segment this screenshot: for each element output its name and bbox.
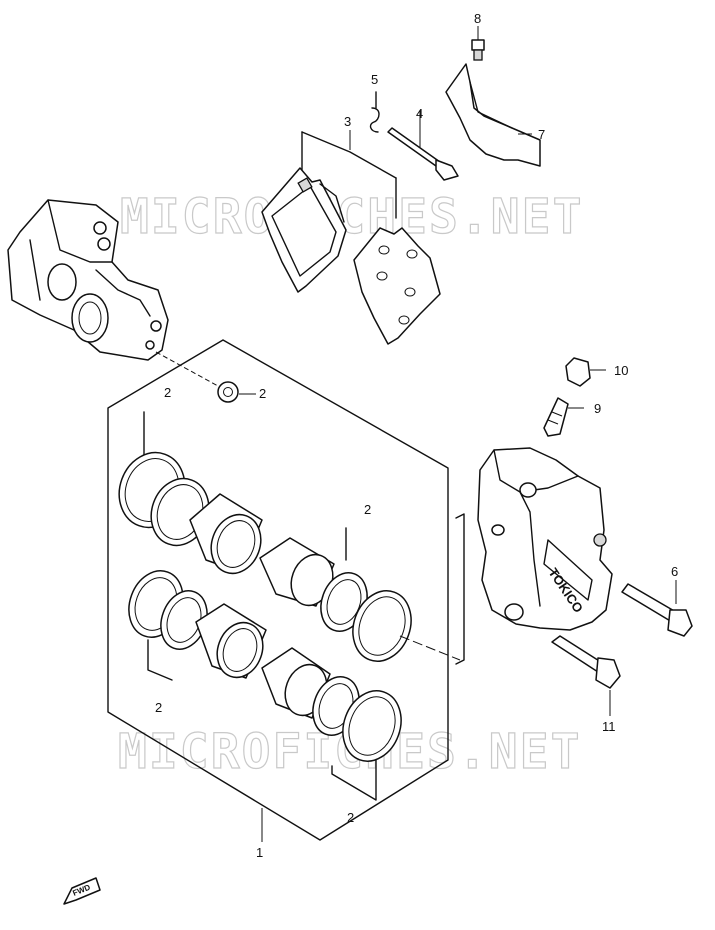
callout-2-washer: 2: [259, 386, 266, 401]
bleeder-valve: [543, 397, 584, 437]
pad-spring: [445, 63, 541, 167]
seal-kit-boundary: [107, 339, 449, 841]
bleeder-cap: [565, 357, 606, 387]
callout-2-upper-left: 2: [164, 385, 171, 400]
callout-1: 1: [256, 845, 263, 860]
mounting-bolt: [551, 635, 621, 716]
callout-3: 3: [344, 114, 351, 129]
pin-clip: [369, 91, 380, 133]
callout-2-upper-right: 2: [364, 502, 371, 517]
callout-2-lower-left: 2: [155, 700, 162, 715]
caliper-bracket: [7, 199, 169, 361]
callout-2-lower-right: 2: [347, 810, 354, 825]
washer-small: [155, 351, 256, 403]
pistons-seals: [118, 411, 461, 842]
pad-set-bracket: [301, 130, 397, 219]
callout-4: 4: [416, 106, 423, 121]
spring-screw: [471, 26, 485, 61]
callout-9: 9: [594, 401, 601, 416]
callout-8: 8: [474, 11, 481, 26]
callout-10: 10: [614, 363, 628, 378]
pad-pin: [387, 110, 459, 181]
brake-pad-rear: [353, 227, 441, 345]
caliper-body: TOKICO: [455, 447, 613, 665]
callout-7: 7: [538, 127, 545, 142]
forward-arrow-icon: FWD: [63, 877, 101, 905]
callout-11: 11: [602, 719, 616, 734]
callout-6: 6: [671, 564, 678, 579]
watermark-top: MICROFICHES.NET: [120, 189, 583, 245]
callout-5: 5: [371, 72, 378, 87]
pin-bolt: [621, 580, 693, 637]
brake-pad-front: [261, 167, 347, 293]
